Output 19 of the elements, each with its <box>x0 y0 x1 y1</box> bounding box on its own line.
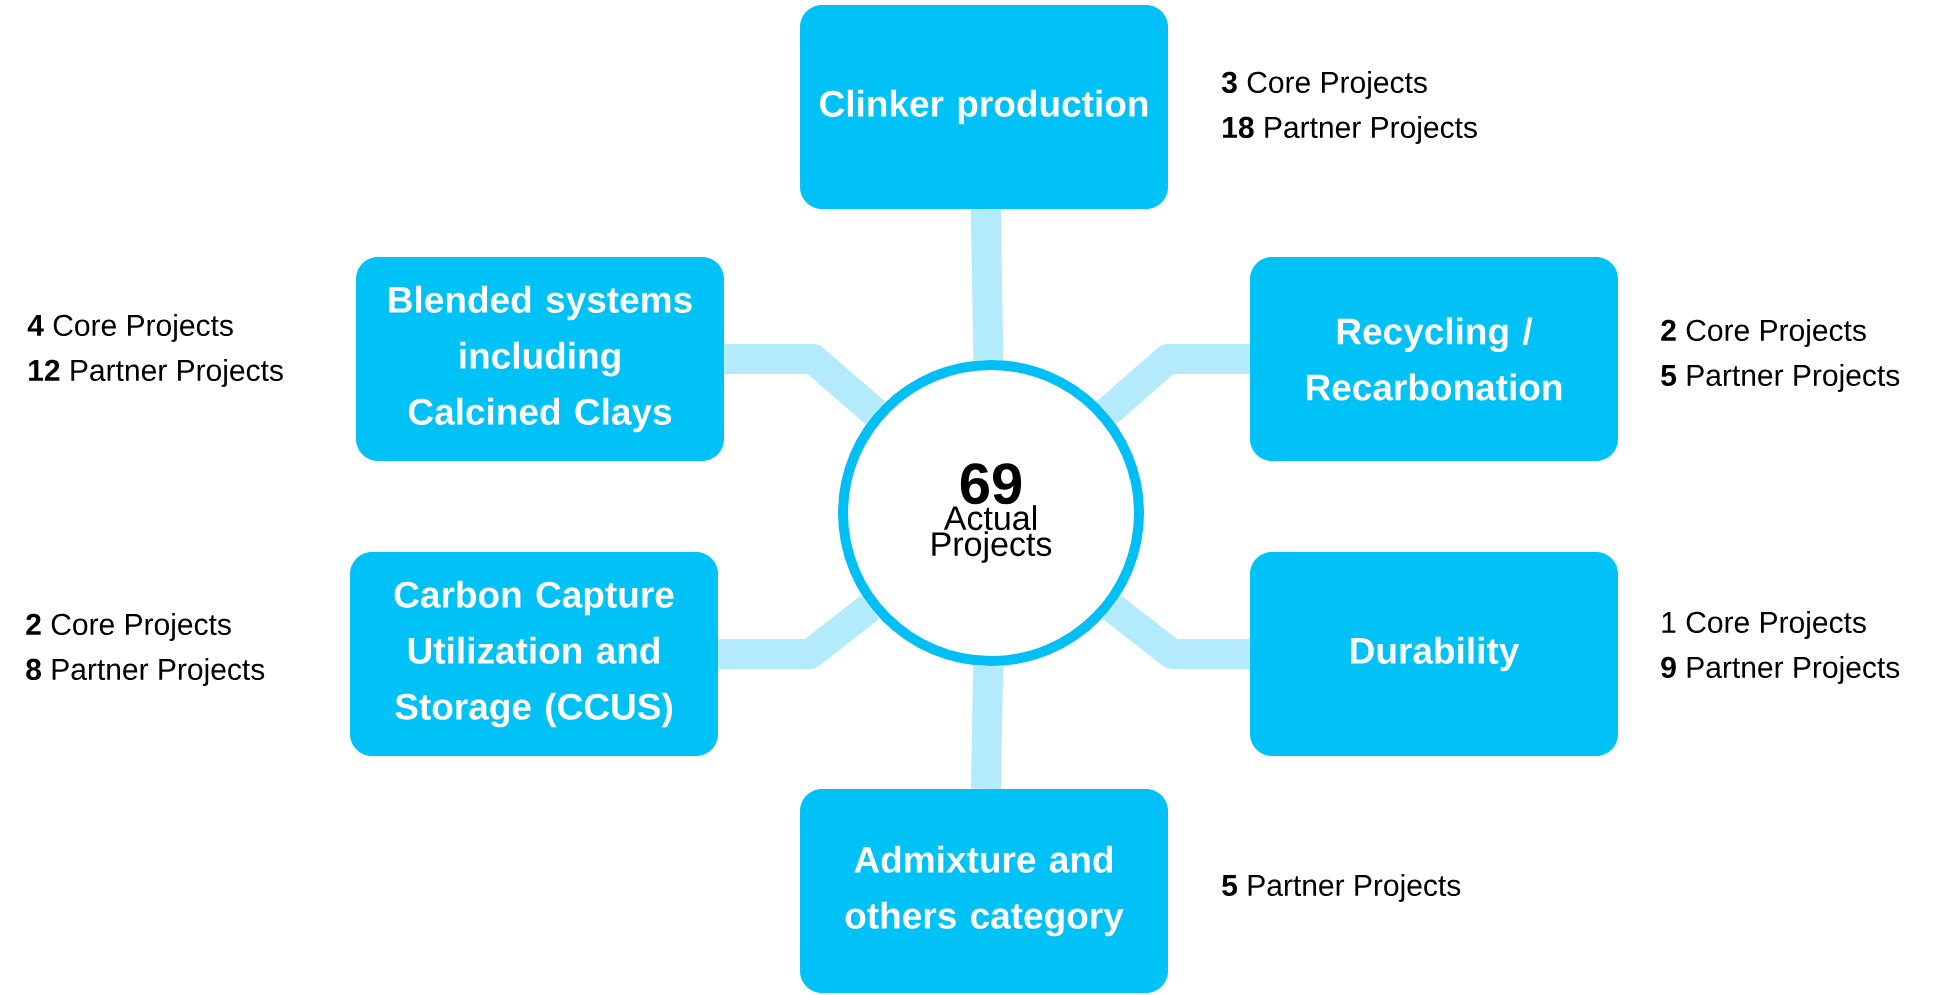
project-count: 3 Core Projects <box>1221 71 1427 99</box>
connector <box>970 208 1004 361</box>
connector <box>970 665 1004 790</box>
project-count: 1 Core Projects <box>1662 611 1866 639</box>
project-count: 5 Partner Projects <box>1222 874 1461 902</box>
project-count: 18 Partner Projects <box>1223 116 1477 144</box>
category-box: Admixture and others category <box>800 789 1168 993</box>
project-count: 9 Partner Projects <box>1661 656 1900 684</box>
project-count: 2 Core Projects <box>26 613 231 641</box>
project-count: 12 Partner Projects <box>29 359 283 387</box>
project-count: 4 Core Projects <box>27 314 233 342</box>
category-box: Carbon Capture Utilization and Storage (CCUS) <box>350 552 718 756</box>
category-box: Recycling / Recarbonation <box>1250 257 1618 461</box>
category-box: Durability <box>1250 552 1618 756</box>
project-count: 5 Partner Projects <box>1661 364 1900 392</box>
category-box: Clinker production <box>800 5 1168 209</box>
category-box: Blended systems including Calcined Clays <box>356 257 724 461</box>
project-count: 2 Core Projects <box>1661 319 1866 347</box>
project-count: 8 Partner Projects <box>26 658 265 686</box>
